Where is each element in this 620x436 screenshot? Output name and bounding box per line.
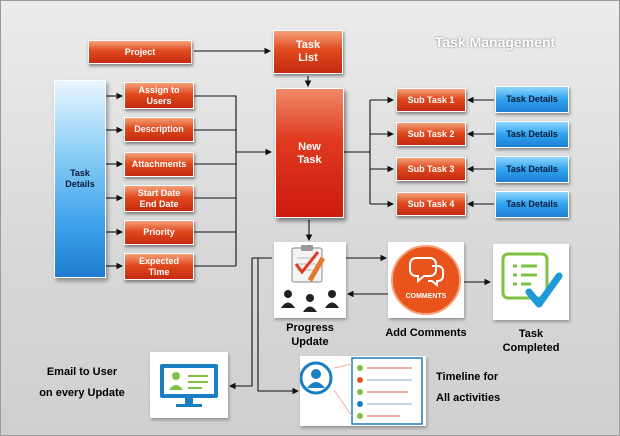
timeline-icon bbox=[299, 357, 423, 425]
timeline-line-2: All activities bbox=[436, 392, 501, 404]
task-details-node: Task Details bbox=[54, 80, 106, 278]
comments-badge-text: COMMENTS bbox=[406, 293, 447, 300]
subtask-1-details: Task Details bbox=[495, 86, 569, 113]
subtask-3: Sub Task 3 bbox=[396, 157, 466, 181]
field-description: Description bbox=[124, 117, 194, 142]
new-task-node: New Task bbox=[275, 88, 344, 218]
subtask-2-details: Task Details bbox=[495, 121, 569, 148]
comments-card: COMMENTS bbox=[388, 242, 464, 318]
timeline-line-1: Timeline for bbox=[436, 371, 499, 383]
task-completed-card bbox=[493, 244, 569, 320]
timeline-card bbox=[299, 356, 426, 426]
subtask-3-details: Task Details bbox=[495, 156, 569, 183]
progress-update-card bbox=[274, 242, 346, 318]
subtask-4: Sub Task 4 bbox=[396, 192, 466, 216]
task-list-node: Task List bbox=[273, 30, 343, 74]
subtask-1: Sub Task 1 bbox=[396, 88, 466, 112]
email-line-2: on every Update bbox=[39, 387, 125, 399]
diagram-title: Task Management bbox=[434, 34, 556, 50]
field-start-end-date: Start Date End Date bbox=[124, 185, 194, 212]
comments-icon: COMMENTS bbox=[391, 245, 461, 315]
subtask-2: Sub Task 2 bbox=[396, 122, 466, 146]
task-completed-label: Task Completed bbox=[502, 328, 560, 354]
project-node: Project bbox=[88, 40, 192, 64]
field-priority: Priority bbox=[124, 220, 194, 245]
subtask-4-details: Task Details bbox=[495, 191, 569, 218]
progress-update-icon bbox=[281, 245, 339, 312]
checklist-icon bbox=[501, 252, 563, 308]
email-card bbox=[150, 352, 228, 418]
add-comments-label: Add Comments bbox=[385, 327, 467, 339]
monitor-user-icon bbox=[160, 364, 218, 407]
field-assign-to-users: Assign to Users bbox=[124, 82, 194, 109]
field-expected-time: Expected Time bbox=[124, 253, 194, 280]
progress-update-label: Progress Update bbox=[286, 322, 334, 348]
email-line-1: Email to User bbox=[46, 366, 118, 378]
field-attachments: Attachments bbox=[124, 152, 194, 177]
